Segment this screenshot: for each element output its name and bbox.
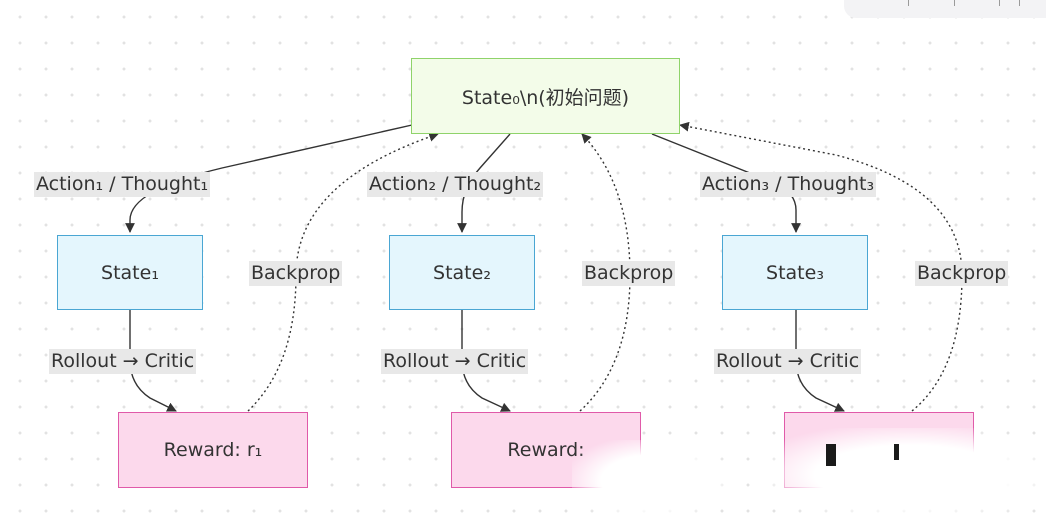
edge-label-action2: Action₂ / Thought₂: [367, 172, 544, 197]
obscured-glyph: [826, 444, 836, 466]
obscured-overlay: [760, 428, 1046, 522]
state-1-node[interactable]: State₁: [57, 235, 203, 310]
reward-1-label: Reward: r₁: [163, 439, 263, 461]
edge-backprop2: [579, 133, 631, 412]
toolbar-divider: [1019, 0, 1020, 6]
state-1-label: State₁: [101, 261, 159, 284]
state-3-label: State₃: [766, 261, 824, 284]
state-2-node[interactable]: State₂: [389, 235, 535, 310]
state-3-node[interactable]: State₃: [722, 235, 868, 310]
diagram-toolbar[interactable]: [844, 0, 1046, 18]
toolbar-divider: [954, 0, 955, 6]
edge-label-backprop2: Backprop: [582, 261, 676, 286]
reward-1-node[interactable]: Reward: r₁: [118, 412, 308, 488]
reward-2-label: Reward:: [507, 439, 585, 461]
edge-label-action1: Action₁ / Thought₁: [34, 172, 211, 197]
root-state-node[interactable]: State₀\n(初始问题): [411, 58, 680, 134]
edge-label-backprop3: Backprop: [915, 261, 1009, 286]
edge-label-rollout3: Rollout → Critic: [714, 349, 862, 374]
toolbar-divider: [999, 0, 1000, 6]
edge-backprop1: [247, 132, 439, 412]
state-2-label: State₂: [433, 261, 491, 284]
edge-label-rollout1: Rollout → Critic: [49, 349, 197, 374]
root-state-label: State₀\n(初始问题): [461, 86, 630, 109]
edge-label-rollout2: Rollout → Critic: [381, 349, 529, 374]
edge-label-backprop1: Backprop: [249, 261, 343, 286]
obscured-glyph: [894, 444, 899, 460]
obscured-overlay: [572, 440, 732, 522]
edge-label-action3: Action₃ / Thought₃: [700, 172, 877, 197]
toolbar-divider: [908, 0, 909, 6]
